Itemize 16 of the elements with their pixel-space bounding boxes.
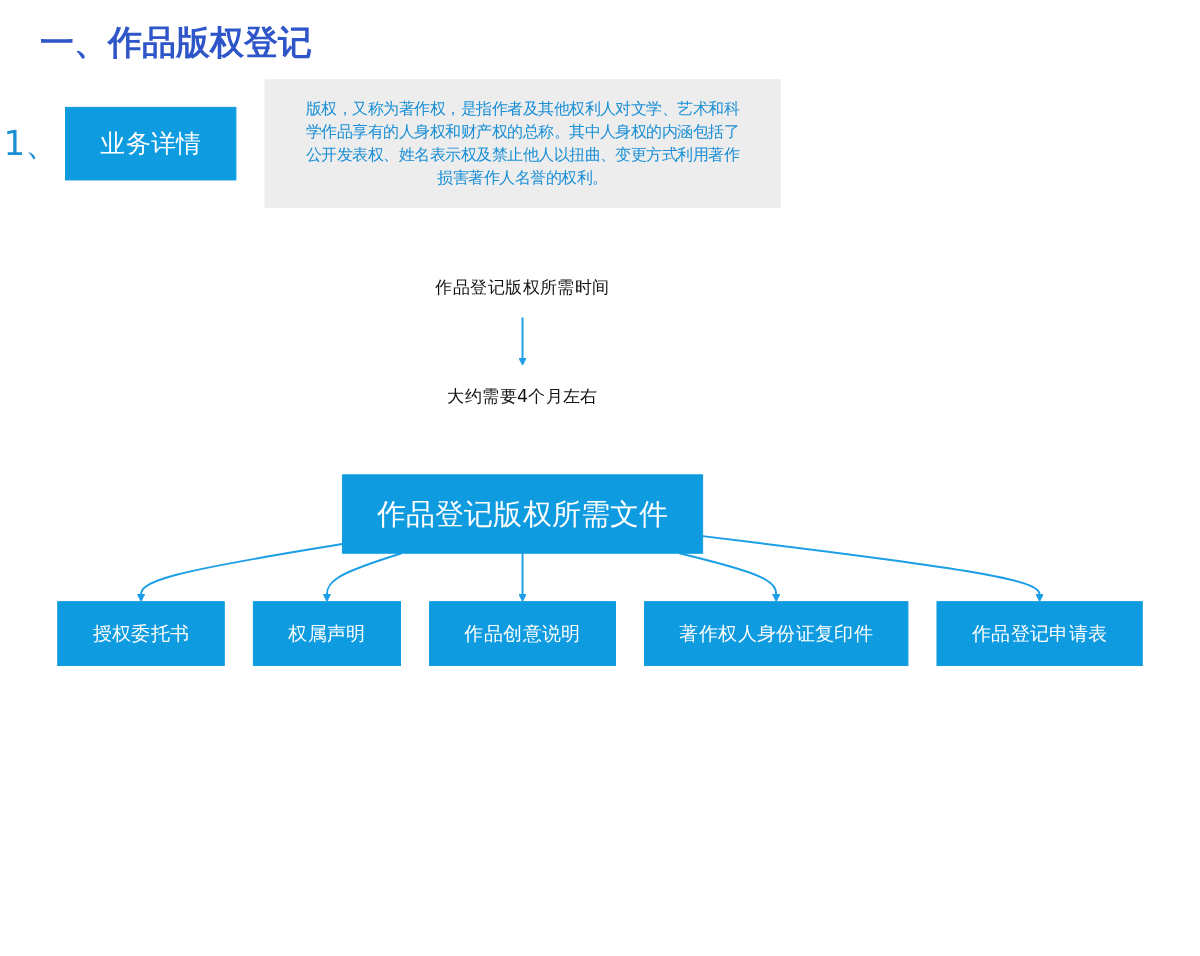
node-box: 作品登记版权所需文件 — [341, 474, 704, 554]
node-box: 著作权人身份证复印件 — [644, 601, 909, 667]
arrow — [701, 535, 1044, 603]
node-box: 作品创意说明 — [429, 601, 616, 667]
node-box: 权属声明 — [252, 601, 401, 667]
arrow — [136, 543, 344, 603]
title: 一、作品版权登记 — [40, 21, 313, 64]
node-box: 作品登记申请表 — [936, 601, 1143, 667]
node-box: 授权委托书 — [57, 601, 225, 667]
number-label: 1、 — [3, 121, 60, 165]
node-text: 作品登记版权所需时间 — [435, 276, 610, 297]
node-box: 业务详情 — [65, 106, 237, 181]
arrow — [518, 552, 527, 603]
arrow — [322, 552, 403, 603]
arrow — [518, 316, 527, 366]
node-text: 大约需要4个月左右 — [447, 385, 598, 407]
